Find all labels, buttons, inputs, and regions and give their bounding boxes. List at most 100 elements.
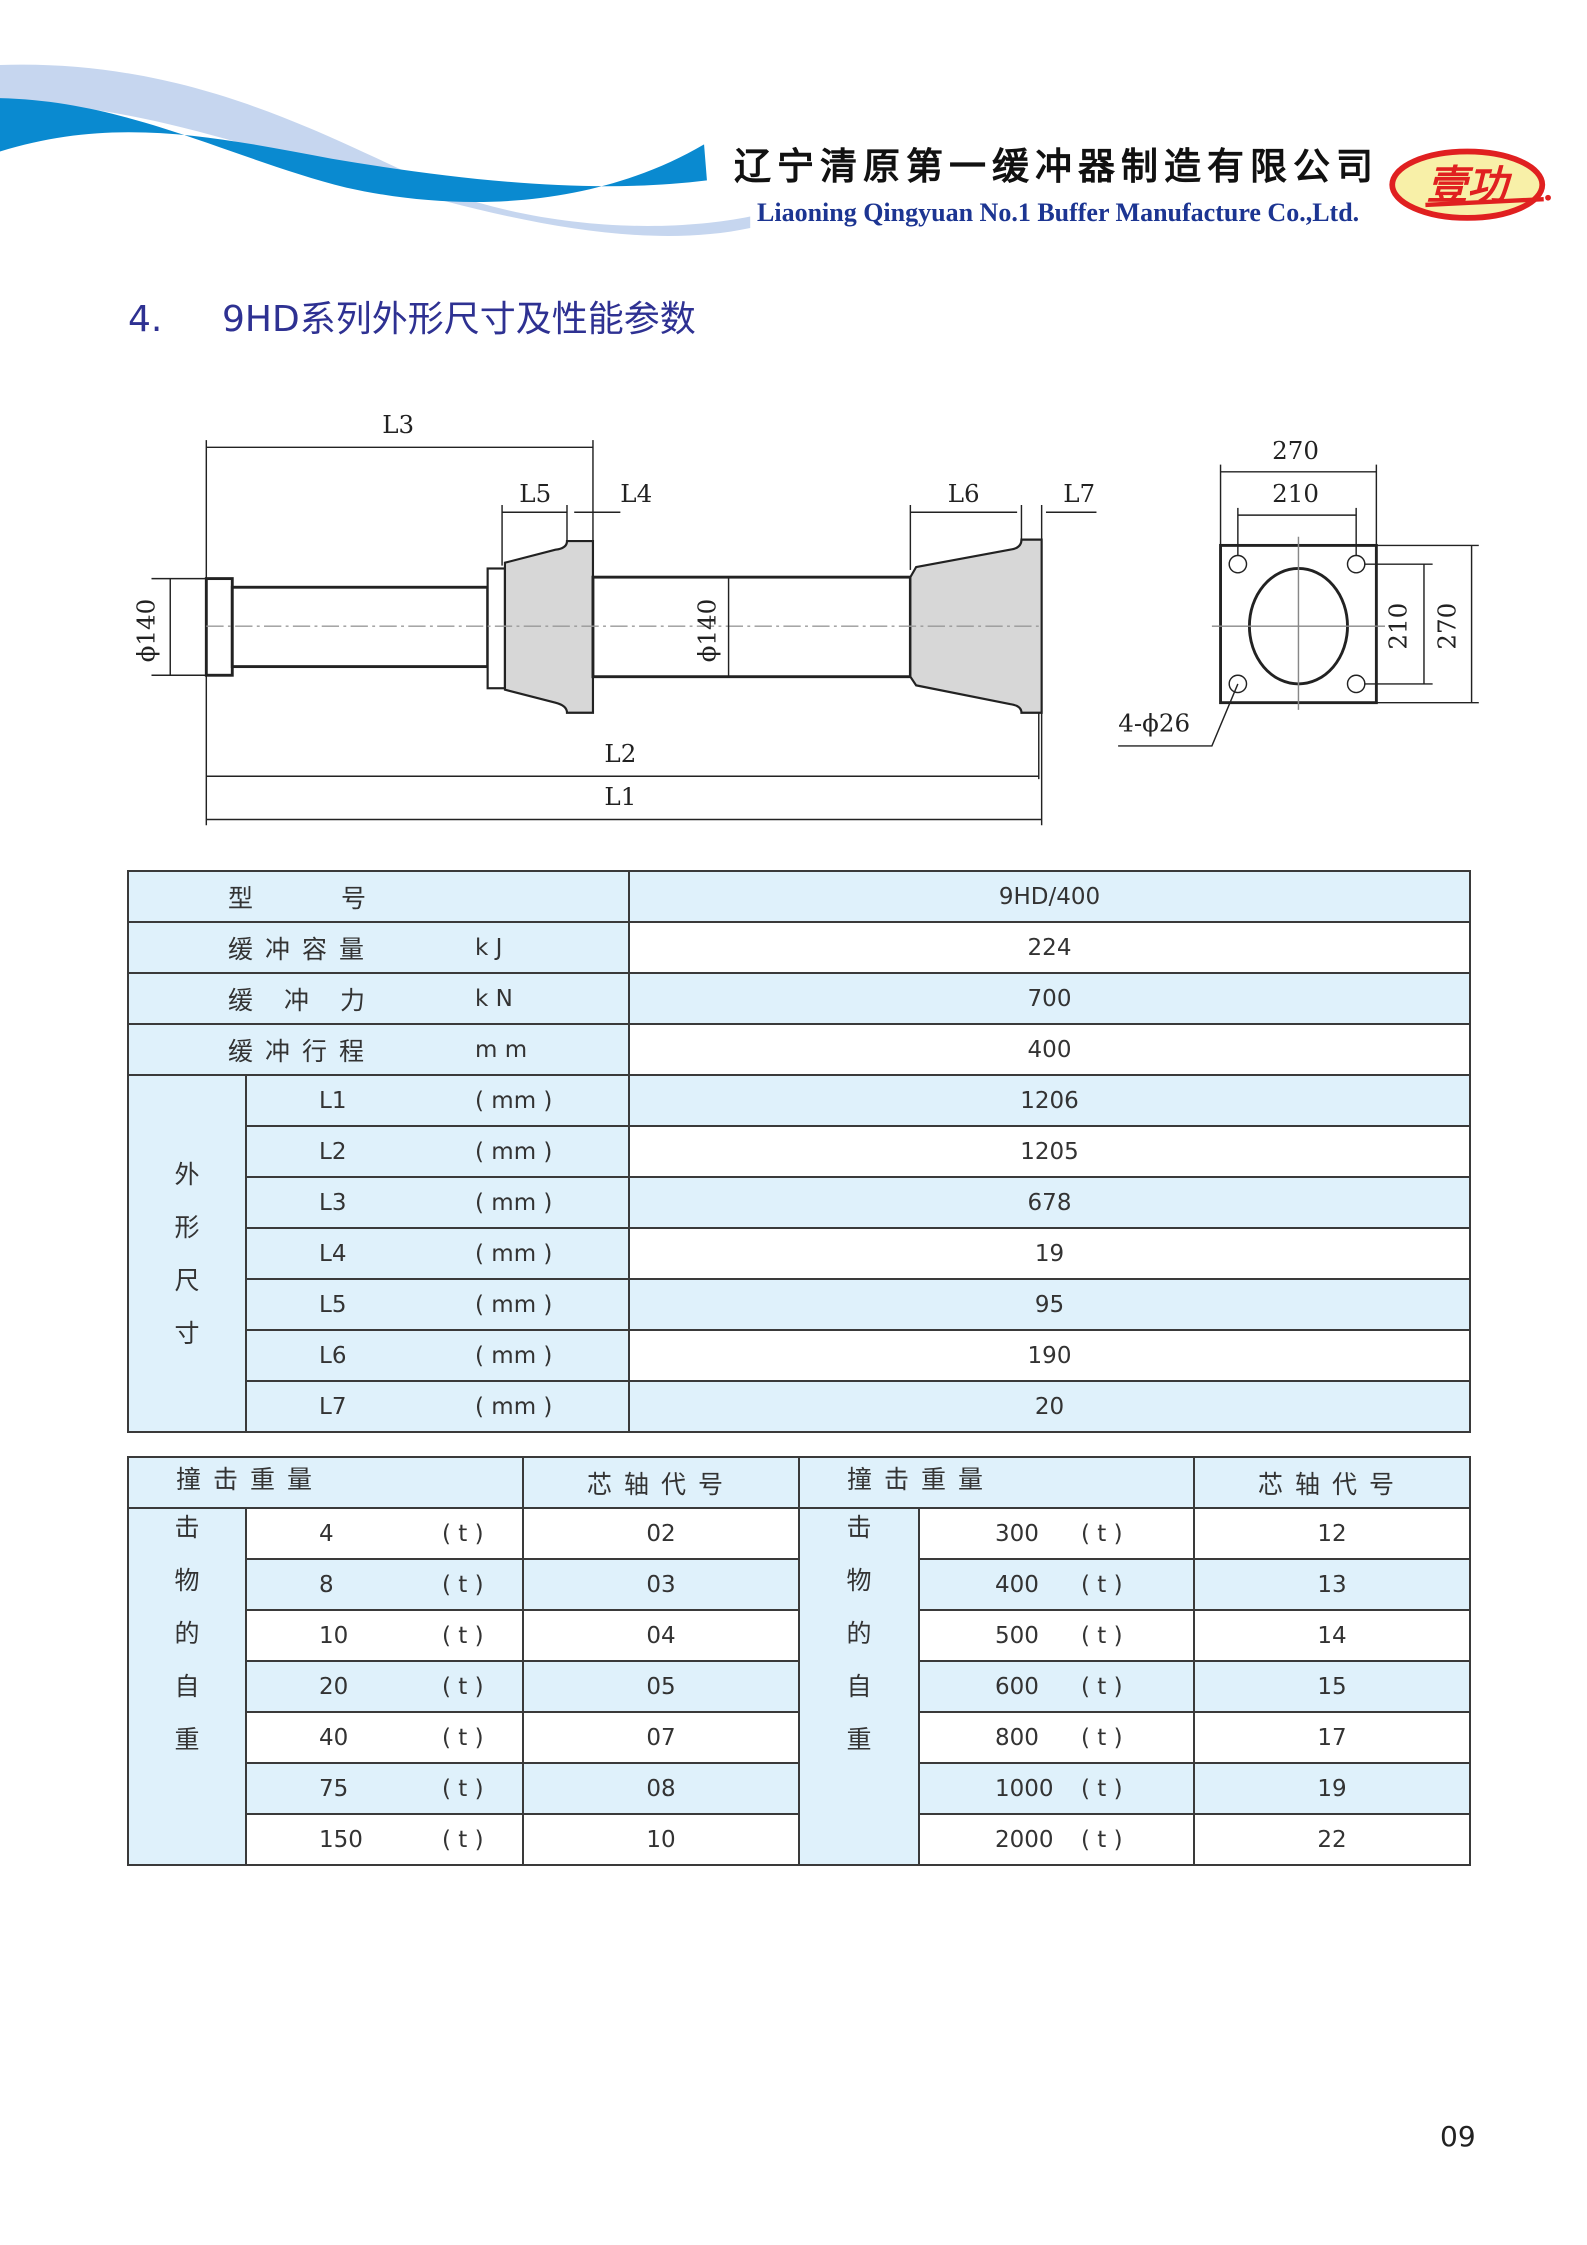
dim-unit: ( mm ) <box>475 1240 553 1267</box>
header-code-right: 芯轴代号 <box>1193 1456 1471 1509</box>
mass-weight: 10 <box>319 1622 349 1649</box>
dim-label-l4: L4 <box>620 479 652 508</box>
spec-value: 224 <box>628 921 1471 974</box>
dim-unit: ( mm ) <box>475 1138 553 1165</box>
mass-unit: ( t ) <box>442 1673 484 1700</box>
spec-unit: k J <box>475 934 503 961</box>
dim-label-210-side: 210 <box>1384 603 1413 650</box>
mass-unit: ( t ) <box>1081 1520 1123 1547</box>
section-number: 4. <box>128 299 163 340</box>
mandrel-code: 19 <box>1193 1762 1471 1815</box>
mandrel-code: 04 <box>522 1609 800 1662</box>
spec-label: 缓冲力 <box>228 985 397 1015</box>
dim-label: L5 <box>319 1291 347 1318</box>
dim-label: L1 <box>319 1087 347 1114</box>
mass-weight: 75 <box>319 1775 349 1802</box>
mass-weight: 800 <box>995 1724 1039 1751</box>
mass-unit: ( t ) <box>442 1826 484 1853</box>
header-swoosh-dark <box>0 98 707 203</box>
dim-label-270-top: 270 <box>1272 436 1319 465</box>
mandrel-code: 08 <box>522 1762 800 1815</box>
dim-label-holes: 4-ϕ26 <box>1118 709 1190 738</box>
spec-value: 700 <box>628 972 1471 1025</box>
mass-weight: 1000 <box>995 1775 1054 1802</box>
dim-unit: ( mm ) <box>475 1393 553 1420</box>
spec-unit: m m <box>475 1036 528 1063</box>
mass-weight: 20 <box>319 1673 349 1700</box>
dim-label-210-top: 210 <box>1272 479 1319 508</box>
table-row: L5( mm )95 <box>128 1278 1471 1331</box>
dim-unit: ( mm ) <box>475 1189 553 1216</box>
mass-unit: ( t ) <box>1081 1724 1123 1751</box>
mass-weight: 300 <box>995 1520 1039 1547</box>
table-row: L7 ( mm ) 20 <box>128 1380 1471 1433</box>
spec-value: 9HD/400 <box>628 870 1471 923</box>
table-row: 40 ( t ) 07 800 ( t ) 17 <box>128 1711 1471 1764</box>
mandrel-code: 05 <box>522 1660 800 1713</box>
mandrel-code: 15 <box>1193 1660 1471 1713</box>
dim-label-dia-mid: ϕ140 <box>693 599 722 663</box>
dim-label-l2: L2 <box>604 739 636 768</box>
dim-value: 678 <box>628 1176 1471 1229</box>
mass-unit: ( t ) <box>1081 1571 1123 1598</box>
mass-group-label-left: 击物的自重 <box>127 1507 247 1866</box>
section-title: 4.9HD系列外形尺寸及性能参数 <box>128 290 696 342</box>
mass-weight: 150 <box>319 1826 363 1853</box>
mass-weight: 4 <box>319 1520 334 1547</box>
dim-label: L6 <box>319 1342 347 1369</box>
mandrel-code: 17 <box>1193 1711 1471 1764</box>
mass-unit: ( t ) <box>442 1520 484 1547</box>
mandrel-code: 13 <box>1193 1558 1471 1611</box>
mass-unit: ( t ) <box>442 1622 484 1649</box>
mass-unit: ( t ) <box>1081 1826 1123 1853</box>
dim-label-l3: L3 <box>382 410 414 439</box>
dim-value: 20 <box>628 1380 1471 1433</box>
dim-label-dia-left: ϕ140 <box>131 599 160 663</box>
dim-label: L3 <box>319 1189 347 1216</box>
mandrel-code: 10 <box>522 1813 800 1866</box>
dim-label: L7 <box>319 1393 347 1420</box>
mandrel-code: 07 <box>522 1711 800 1764</box>
mass-unit: ( t ) <box>1081 1673 1123 1700</box>
mass-unit: ( t ) <box>442 1571 484 1598</box>
dim-label-l1: L1 <box>604 782 636 811</box>
mass-unit: ( t ) <box>442 1724 484 1751</box>
table-row: L4( mm )19 <box>128 1227 1471 1280</box>
mass-weight: 2000 <box>995 1826 1054 1853</box>
mandrel-code: 12 <box>1193 1507 1471 1560</box>
table-row: L6( mm )190 <box>128 1329 1471 1382</box>
dim-unit: ( mm ) <box>475 1087 553 1114</box>
company-name-en: Liaoning Qingyuan No.1 Buffer Manufactur… <box>757 198 1360 227</box>
dim-label-270-side: 270 <box>1433 603 1462 650</box>
dim-label-l5: L5 <box>519 479 551 508</box>
dim-label-l7: L7 <box>1063 479 1095 508</box>
table-header-row: 撞击重量 芯轴代号 撞击重量 芯轴代号 <box>127 1456 1471 1509</box>
company-name-cn: 辽宁清原第一缓冲器制造有限公司 <box>734 144 1379 188</box>
company-logo: 壹功 <box>1389 148 1551 221</box>
flange-end-view: 270 210 210 270 4-ϕ26 <box>1118 436 1479 747</box>
mass-weight: 600 <box>995 1673 1039 1700</box>
spec-value: 400 <box>628 1023 1471 1076</box>
mass-unit: ( t ) <box>442 1775 484 1802</box>
dim-value: 1205 <box>628 1125 1471 1178</box>
mandrel-code: 22 <box>1193 1813 1471 1866</box>
mandrel-code: 03 <box>522 1558 800 1611</box>
dim-value: 1206 <box>628 1074 1471 1127</box>
dim-value: 190 <box>628 1329 1471 1382</box>
spec-label: 型号 <box>228 883 455 913</box>
buffer-side-view: L3 L5 L4 L6 L7 L2 L1 ϕ140 ϕ140 <box>131 410 1097 826</box>
table-row: L3 ( mm ) 678 <box>128 1176 1471 1229</box>
mass-weight: 40 <box>319 1724 349 1751</box>
mandrel-code: 14 <box>1193 1609 1471 1662</box>
mandrel-code: 02 <box>522 1507 800 1560</box>
mass-group-label-right: 击物的自重 <box>798 1507 920 1866</box>
dim-value: 19 <box>628 1227 1471 1280</box>
header-swoosh-light <box>0 64 751 236</box>
